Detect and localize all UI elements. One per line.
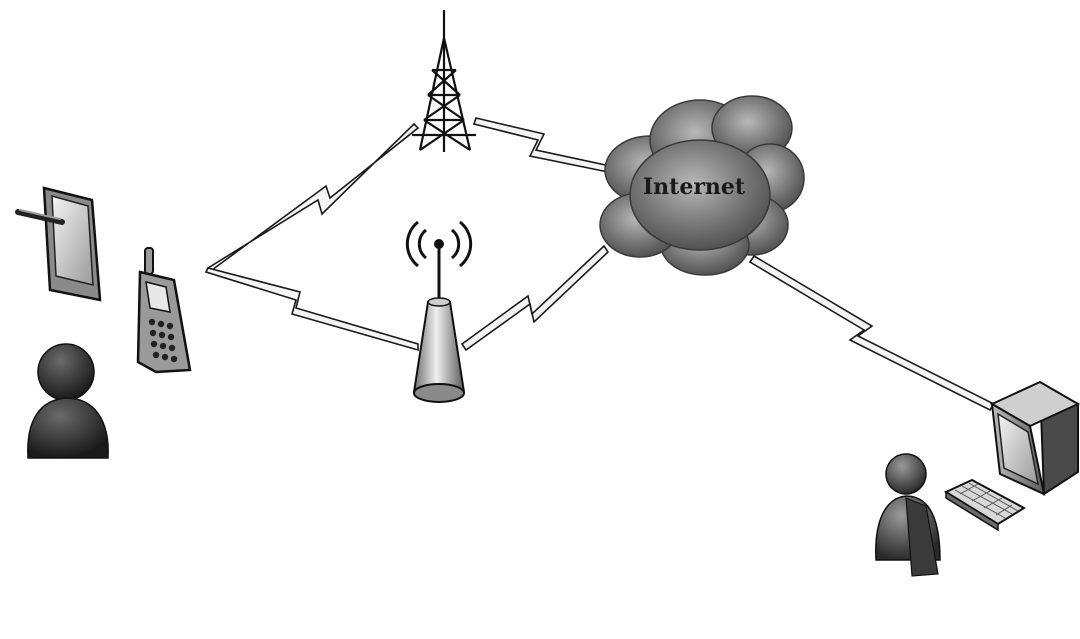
link-access-point-to-cloud (460, 244, 610, 352)
wifi-access-point-icon (405, 220, 473, 403)
person-icon (27, 343, 109, 459)
tablet-icon (15, 186, 102, 302)
cell-phone-icon (136, 247, 192, 374)
link-cloud-to-computer (748, 254, 996, 412)
link-tower-to-cloud (472, 117, 612, 173)
computer-monitor-icon (989, 380, 1080, 496)
person-icon (875, 453, 941, 577)
cloud-label: Internet (643, 174, 746, 200)
cloud-icon: Internet (599, 95, 805, 276)
cell-tower-icon (412, 10, 476, 152)
link-phone-to-access-point (204, 267, 419, 352)
keyboard-icon (943, 478, 1027, 532)
link-phone-to-tower (206, 122, 420, 271)
